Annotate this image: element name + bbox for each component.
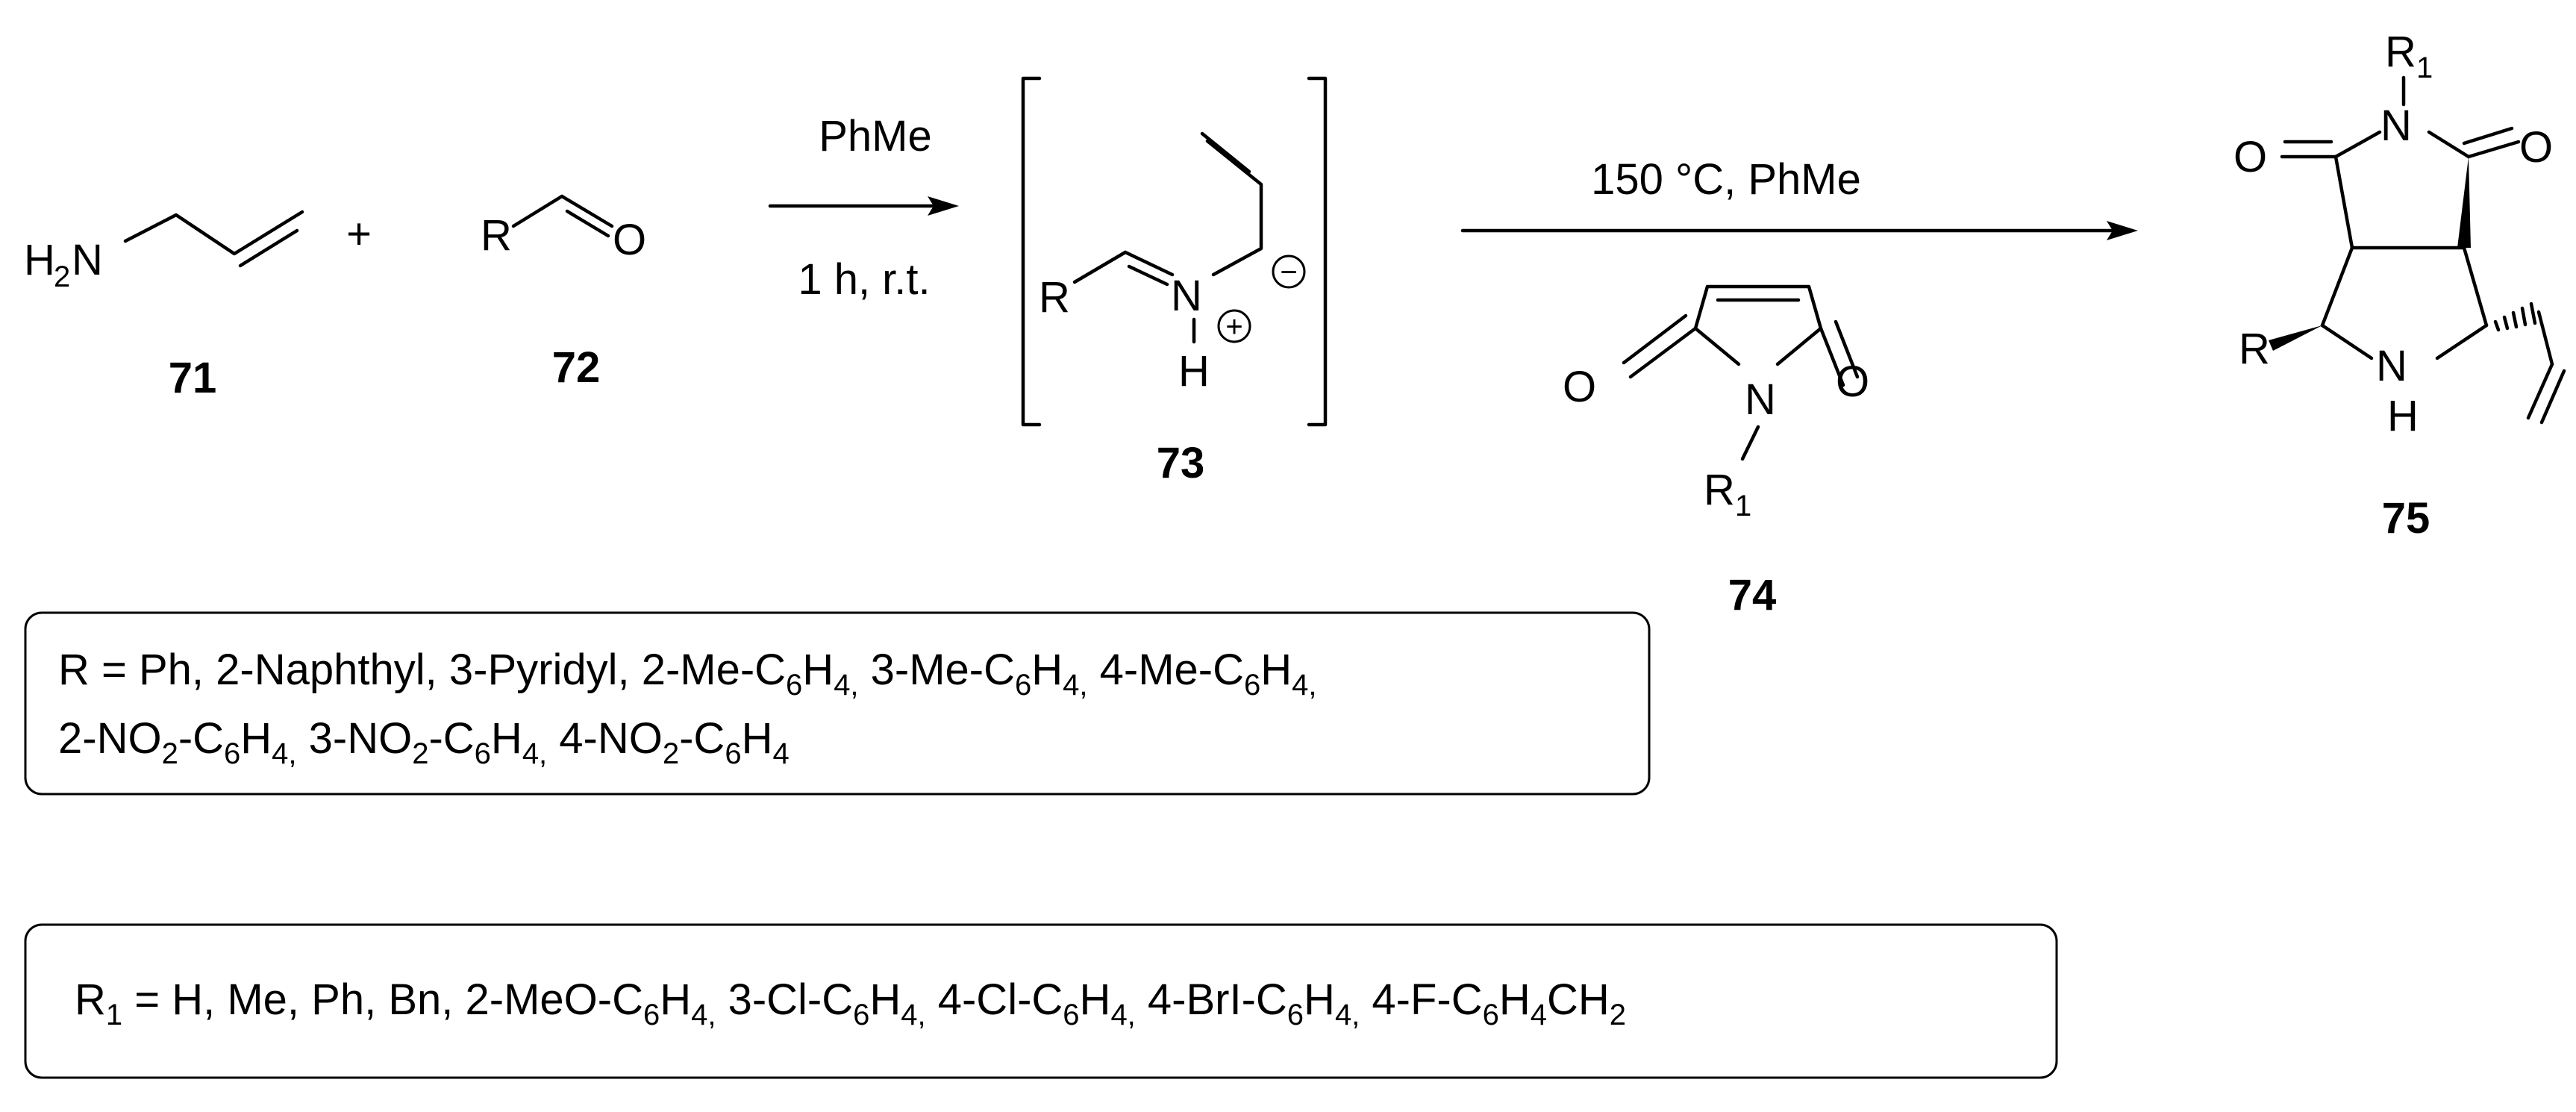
negative-charge xyxy=(1272,254,1306,289)
atom-h: H xyxy=(24,236,55,284)
bond-n-c-left xyxy=(2333,130,2382,159)
atom-n-top: N xyxy=(2380,101,2412,150)
atom-r1-subscript: 1 xyxy=(2416,51,2433,84)
compound-number-72: 72 xyxy=(552,343,601,392)
bond-c-o-right xyxy=(1819,326,1845,387)
atom-o-left: O xyxy=(1563,363,1596,411)
bond-c-n-right xyxy=(2435,323,2489,360)
atom-h-subscript: 2 xyxy=(54,260,70,293)
bond-c-n-double xyxy=(1127,264,1169,287)
bond-c-ch-left xyxy=(2333,154,2354,250)
bond-ch-c-right xyxy=(2462,246,2489,328)
r1-substituents-line-1: R1 = H, Me, Ph, Bn, 2-MeO-C6H4, 3-Cl-C6H… xyxy=(75,975,1626,1031)
compound-72: R O 72 xyxy=(481,194,646,392)
wedge-bond-r xyxy=(2269,325,2322,351)
hashed-bond-vinyl xyxy=(2493,302,2537,332)
left-bracket xyxy=(1021,76,1042,427)
bond-n-c1 xyxy=(123,210,304,256)
atom-n: N xyxy=(1745,375,1776,424)
bond-double xyxy=(238,228,299,268)
bond-c-o-right xyxy=(2466,140,2521,159)
atom-r: R xyxy=(1039,273,1070,322)
compound-number-74: 74 xyxy=(1728,571,1777,619)
bond-vinyl-ch xyxy=(2536,310,2554,366)
compound-number-73: 73 xyxy=(1157,439,1205,487)
bond-c-o xyxy=(560,194,614,228)
atom-o-right: O xyxy=(1836,357,1869,406)
bond-n-c-right xyxy=(2427,130,2471,159)
bond-allyl-double xyxy=(1200,131,1251,174)
r-substituents-line-1: R = Ph, 2-Naphthyl, 3-Pyridyl, 2-Me-C6H4… xyxy=(58,646,1316,702)
compound-71: H 2 N 71 xyxy=(24,210,304,402)
bond-vinyl-double xyxy=(2526,362,2554,420)
arrow-step-2: 150 °C, PhMe xyxy=(1460,155,2138,240)
atom-r1: R xyxy=(1704,466,1735,514)
compound-75: R 1 N O O R N H 75 xyxy=(2233,28,2566,543)
atom-r: R xyxy=(2239,325,2270,373)
bond-r-c xyxy=(1072,250,1128,284)
arrowhead xyxy=(928,196,959,216)
compound-74: O O N R 1 74 xyxy=(1563,284,1869,619)
bond-ch-c-left xyxy=(2320,246,2354,328)
bond-c-n-left xyxy=(2320,323,2374,360)
compound-number-71: 71 xyxy=(169,354,217,402)
atom-r: R xyxy=(481,211,512,260)
bond-c-n-right xyxy=(1775,326,1823,366)
r-substituents-line-2: 2-NO2-C6H4, 3-NO2-C6H4, 4-NO2-C6H4 xyxy=(58,714,790,770)
intermediate-73: R N H − + 73 xyxy=(1021,76,1328,487)
compound-number-75: 75 xyxy=(2382,494,2430,543)
bond-c-o-right-double xyxy=(1833,319,1860,379)
positive-charge-sign: + xyxy=(1225,310,1242,343)
atom-r1: R xyxy=(2385,28,2416,76)
atom-o-left: O xyxy=(2233,133,2267,181)
atom-n: N xyxy=(72,236,103,284)
atom-h: H xyxy=(2387,392,2419,440)
bond-c-n-left xyxy=(1693,326,1741,366)
plus-sign: + xyxy=(346,210,372,258)
bond-c-o-left-double xyxy=(1622,313,1688,365)
bond-c-o-double xyxy=(565,209,610,238)
arrow-step-1: PhMe 1 h, r.t. xyxy=(768,112,959,304)
condition-time-temp: 1 h, r.t. xyxy=(798,255,930,304)
atom-h: H xyxy=(1178,347,1210,396)
bond-n-r1 xyxy=(1740,425,1760,461)
atom-n: N xyxy=(1171,272,1202,320)
r-substituents-box xyxy=(24,611,1651,796)
atom-o: O xyxy=(613,216,646,264)
condition-solvent: PhMe xyxy=(819,112,932,160)
right-bracket xyxy=(1307,76,1328,427)
bond-c-o-left xyxy=(1628,326,1698,379)
atom-n-bottom: N xyxy=(2376,342,2407,390)
bond-c-o-right-double xyxy=(2462,126,2514,146)
negative-charge-sign: − xyxy=(1280,256,1297,289)
condition-temp-solvent: 150 °C, PhMe xyxy=(1591,155,1861,204)
ring-bonds xyxy=(1693,284,1823,331)
bond-n-allyl xyxy=(1205,139,1263,277)
bond-r-c xyxy=(511,194,564,228)
atom-r1-subscript: 1 xyxy=(1735,490,1751,522)
arrowhead xyxy=(2107,221,2138,240)
bond-vinyl-double-inner xyxy=(2539,369,2566,425)
r1-substituents-box xyxy=(24,923,2058,1079)
wedge-bond-right xyxy=(2457,157,2471,248)
bond-c-n xyxy=(1123,250,1175,277)
positive-charge xyxy=(1217,309,1251,343)
atom-o-right: O xyxy=(2519,123,2553,172)
